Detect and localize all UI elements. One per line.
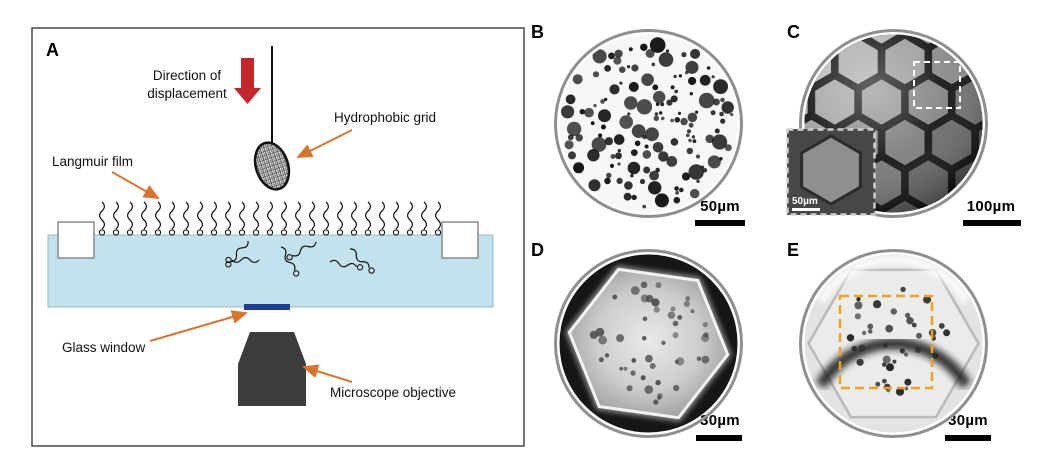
barrier-left [57,221,95,259]
roi-dashed-square [838,294,934,390]
direction-label-line1: Direction of [153,68,222,83]
panel-c-label: C [787,22,800,42]
panel-e-content [807,255,980,419]
microscope-objective-arrow [302,364,353,383]
langmuir-film-label: Langmuir film [52,154,133,169]
direction-label-line2: displacement [147,86,227,101]
glass-window-label: Glass window [62,340,146,355]
panel-d-scale-bar [696,435,742,441]
microscope-objective [238,332,306,406]
barrier-right [441,221,479,259]
inset-hexagon-cell [800,134,862,206]
panel-d-scale-text: 30µm [700,412,740,429]
panel-d-content [565,265,732,422]
panel-d-label: D [531,240,544,260]
microscope-objective-label: Microscope objective [330,385,456,400]
panel-b-micrograph [554,29,743,218]
panel-a-schematic: A Direction of displacement Hydrophobic … [31,27,525,447]
panel-b-ring [554,29,743,218]
panel-c-ring [799,29,988,218]
membrane-pores [589,281,710,405]
panel-c-scale-bar [963,220,1021,226]
panel-d-micrograph [554,249,743,438]
displacement-arrow-icon [234,58,261,104]
bottom-shadow [815,337,972,389]
magnified-region-outline [913,61,961,109]
hydrophobic-grid-arrow [296,129,353,158]
panel-e-scale-bar [945,435,991,441]
panel-e-scale-text: 30µm [948,412,988,429]
panel-c-inset-scale-bar [792,208,820,211]
inset-border [786,128,876,216]
water-trough [47,234,494,308]
panel-b-label: B [531,22,544,42]
langmuir-film-arrow [111,171,160,199]
panel-a-label: A [46,40,59,60]
top-glare [816,255,971,304]
hydrophobic-grid-label: Hydrophobic grid [334,110,436,125]
panel-e-ring [799,249,988,438]
hydrophobic-grid-mesh [253,141,291,191]
panel-d-ring [554,249,743,438]
panel-c-scale-text: 100µm [966,198,1016,215]
glass-window [244,304,290,310]
panel-c-inset: 50µm [786,128,876,216]
panel-b-scale-bar [695,220,745,226]
panel-c-inset-scale-text: 50µm [792,196,818,207]
panel-e-label: E [787,240,800,260]
panel-b-scale-text: 50µm [700,198,740,215]
panel-e-micrograph [799,249,988,438]
emulsion-droplets [561,37,734,209]
glass-window-arrow [149,310,248,342]
